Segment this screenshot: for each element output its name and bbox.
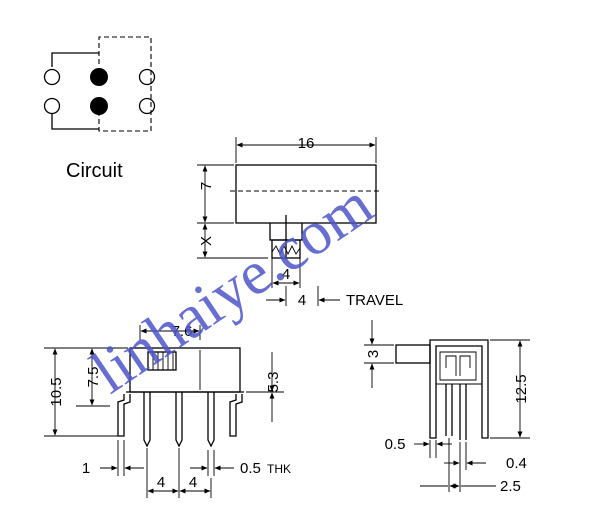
dim-thickness: 0.5 bbox=[240, 460, 261, 477]
dim-pitch-right: 4 bbox=[189, 474, 197, 491]
front-view: 7.6 10.5 7.5 5.3 1 0.5 THK 4 4 bbox=[44, 323, 291, 498]
dim-pitch-left: 4 bbox=[157, 474, 165, 491]
dim-pin-width: 0.5 bbox=[385, 436, 406, 453]
terminal-hollow bbox=[43, 68, 61, 86]
dim-height-total: 10.5 bbox=[48, 377, 65, 406]
dim-height: 7 bbox=[198, 182, 215, 190]
side-view: 3 12.5 0.5 0.4 2.5 bbox=[364, 320, 530, 495]
circuit-diagram: Circuit bbox=[43, 36, 156, 182]
dim-actuator: 4 bbox=[282, 266, 290, 283]
dim-top-width: 7.6 bbox=[172, 323, 193, 340]
terminal-hollow bbox=[43, 97, 61, 115]
terminal-hollow bbox=[138, 97, 156, 115]
thickness-unit: THK bbox=[267, 462, 291, 476]
terminal-common bbox=[90, 97, 108, 115]
terminal-hollow bbox=[138, 68, 156, 86]
dim-width: 16 bbox=[298, 135, 315, 152]
dim-left-offset: 1 bbox=[82, 460, 90, 477]
travel-label: TRAVEL bbox=[346, 292, 403, 309]
dim-actuator-height: 3 bbox=[365, 350, 382, 358]
terminal-common bbox=[90, 68, 108, 86]
circuit-label: Circuit bbox=[66, 160, 123, 182]
dim-pin-pitch: 2.5 bbox=[500, 478, 521, 495]
top-view: 16 7 X 4 4 TRAVEL bbox=[197, 135, 403, 309]
dim-right-height: 5.3 bbox=[265, 372, 282, 393]
dim-travel: 4 bbox=[298, 292, 306, 309]
watermark: linhaiye.com bbox=[80, 170, 385, 406]
dim-pin-gap: 0.4 bbox=[506, 455, 527, 472]
dim-x: X bbox=[198, 236, 215, 246]
dim-side-height: 12.5 bbox=[513, 374, 530, 403]
dim-height-mid: 7.5 bbox=[85, 367, 102, 388]
